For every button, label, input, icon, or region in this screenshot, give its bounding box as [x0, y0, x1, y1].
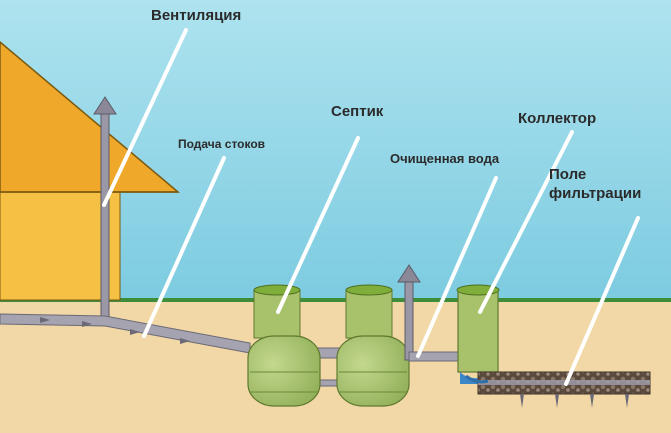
pointer-waste-supply	[142, 156, 226, 338]
septic-tank-2	[336, 284, 410, 407]
collector-well	[456, 284, 500, 384]
label-ventilation: Вентиляция	[151, 7, 242, 24]
grass-line	[0, 298, 671, 302]
pointer-septic	[276, 136, 360, 314]
label-filter-field-line2: фильтрации	[549, 185, 642, 202]
outlet-vent-arrow-icon	[397, 264, 421, 283]
label-collector: Коллектор	[518, 110, 597, 127]
house	[0, 41, 181, 301]
label-septic: Септик	[331, 103, 384, 120]
pointer-collector	[478, 130, 574, 314]
label-filter-field-line1: Поле	[549, 166, 587, 183]
label-waste-supply: Подача стоков	[178, 137, 266, 151]
pointer-ventilation	[102, 28, 188, 207]
pointer-filter-field	[564, 216, 640, 386]
tank-1-lid	[253, 284, 301, 296]
tank-2-lid	[345, 284, 393, 296]
vent-arrow-icon	[93, 96, 117, 115]
pointer-clean-water	[416, 176, 498, 358]
house-wall	[0, 191, 121, 301]
filtration-field	[465, 371, 651, 408]
pointer-lines	[102, 28, 640, 386]
label-clean-water: Очищенная вода	[390, 151, 500, 166]
